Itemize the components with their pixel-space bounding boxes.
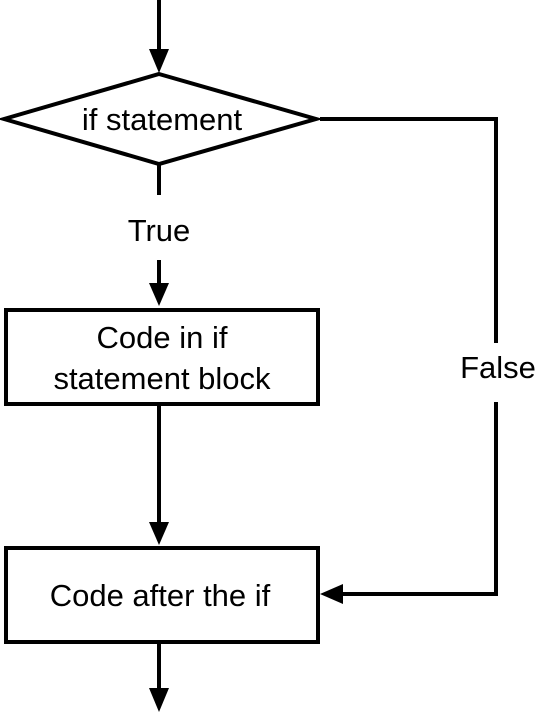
after-block-node: Code after the if	[4, 546, 320, 644]
if-block-label-line1: Code in if	[97, 320, 228, 355]
if-block-box	[4, 308, 320, 406]
false-edge: False	[320, 117, 536, 604]
true-edge: True	[128, 164, 191, 306]
entry-arrow	[149, 0, 169, 73]
after-block-label: Code after the if	[50, 578, 271, 613]
true-edge-label: True	[128, 213, 191, 248]
if-to-after-edge	[149, 404, 169, 545]
after-block-box	[4, 546, 320, 644]
false-edge-label: False	[460, 350, 536, 385]
decision-label: if statement	[82, 102, 243, 137]
exit-arrow	[149, 642, 169, 712]
decision-node: if statement	[0, 71, 324, 167]
if-block-label-line2: statement block	[53, 361, 271, 396]
if-block-node: Code in if statement block	[4, 308, 320, 406]
